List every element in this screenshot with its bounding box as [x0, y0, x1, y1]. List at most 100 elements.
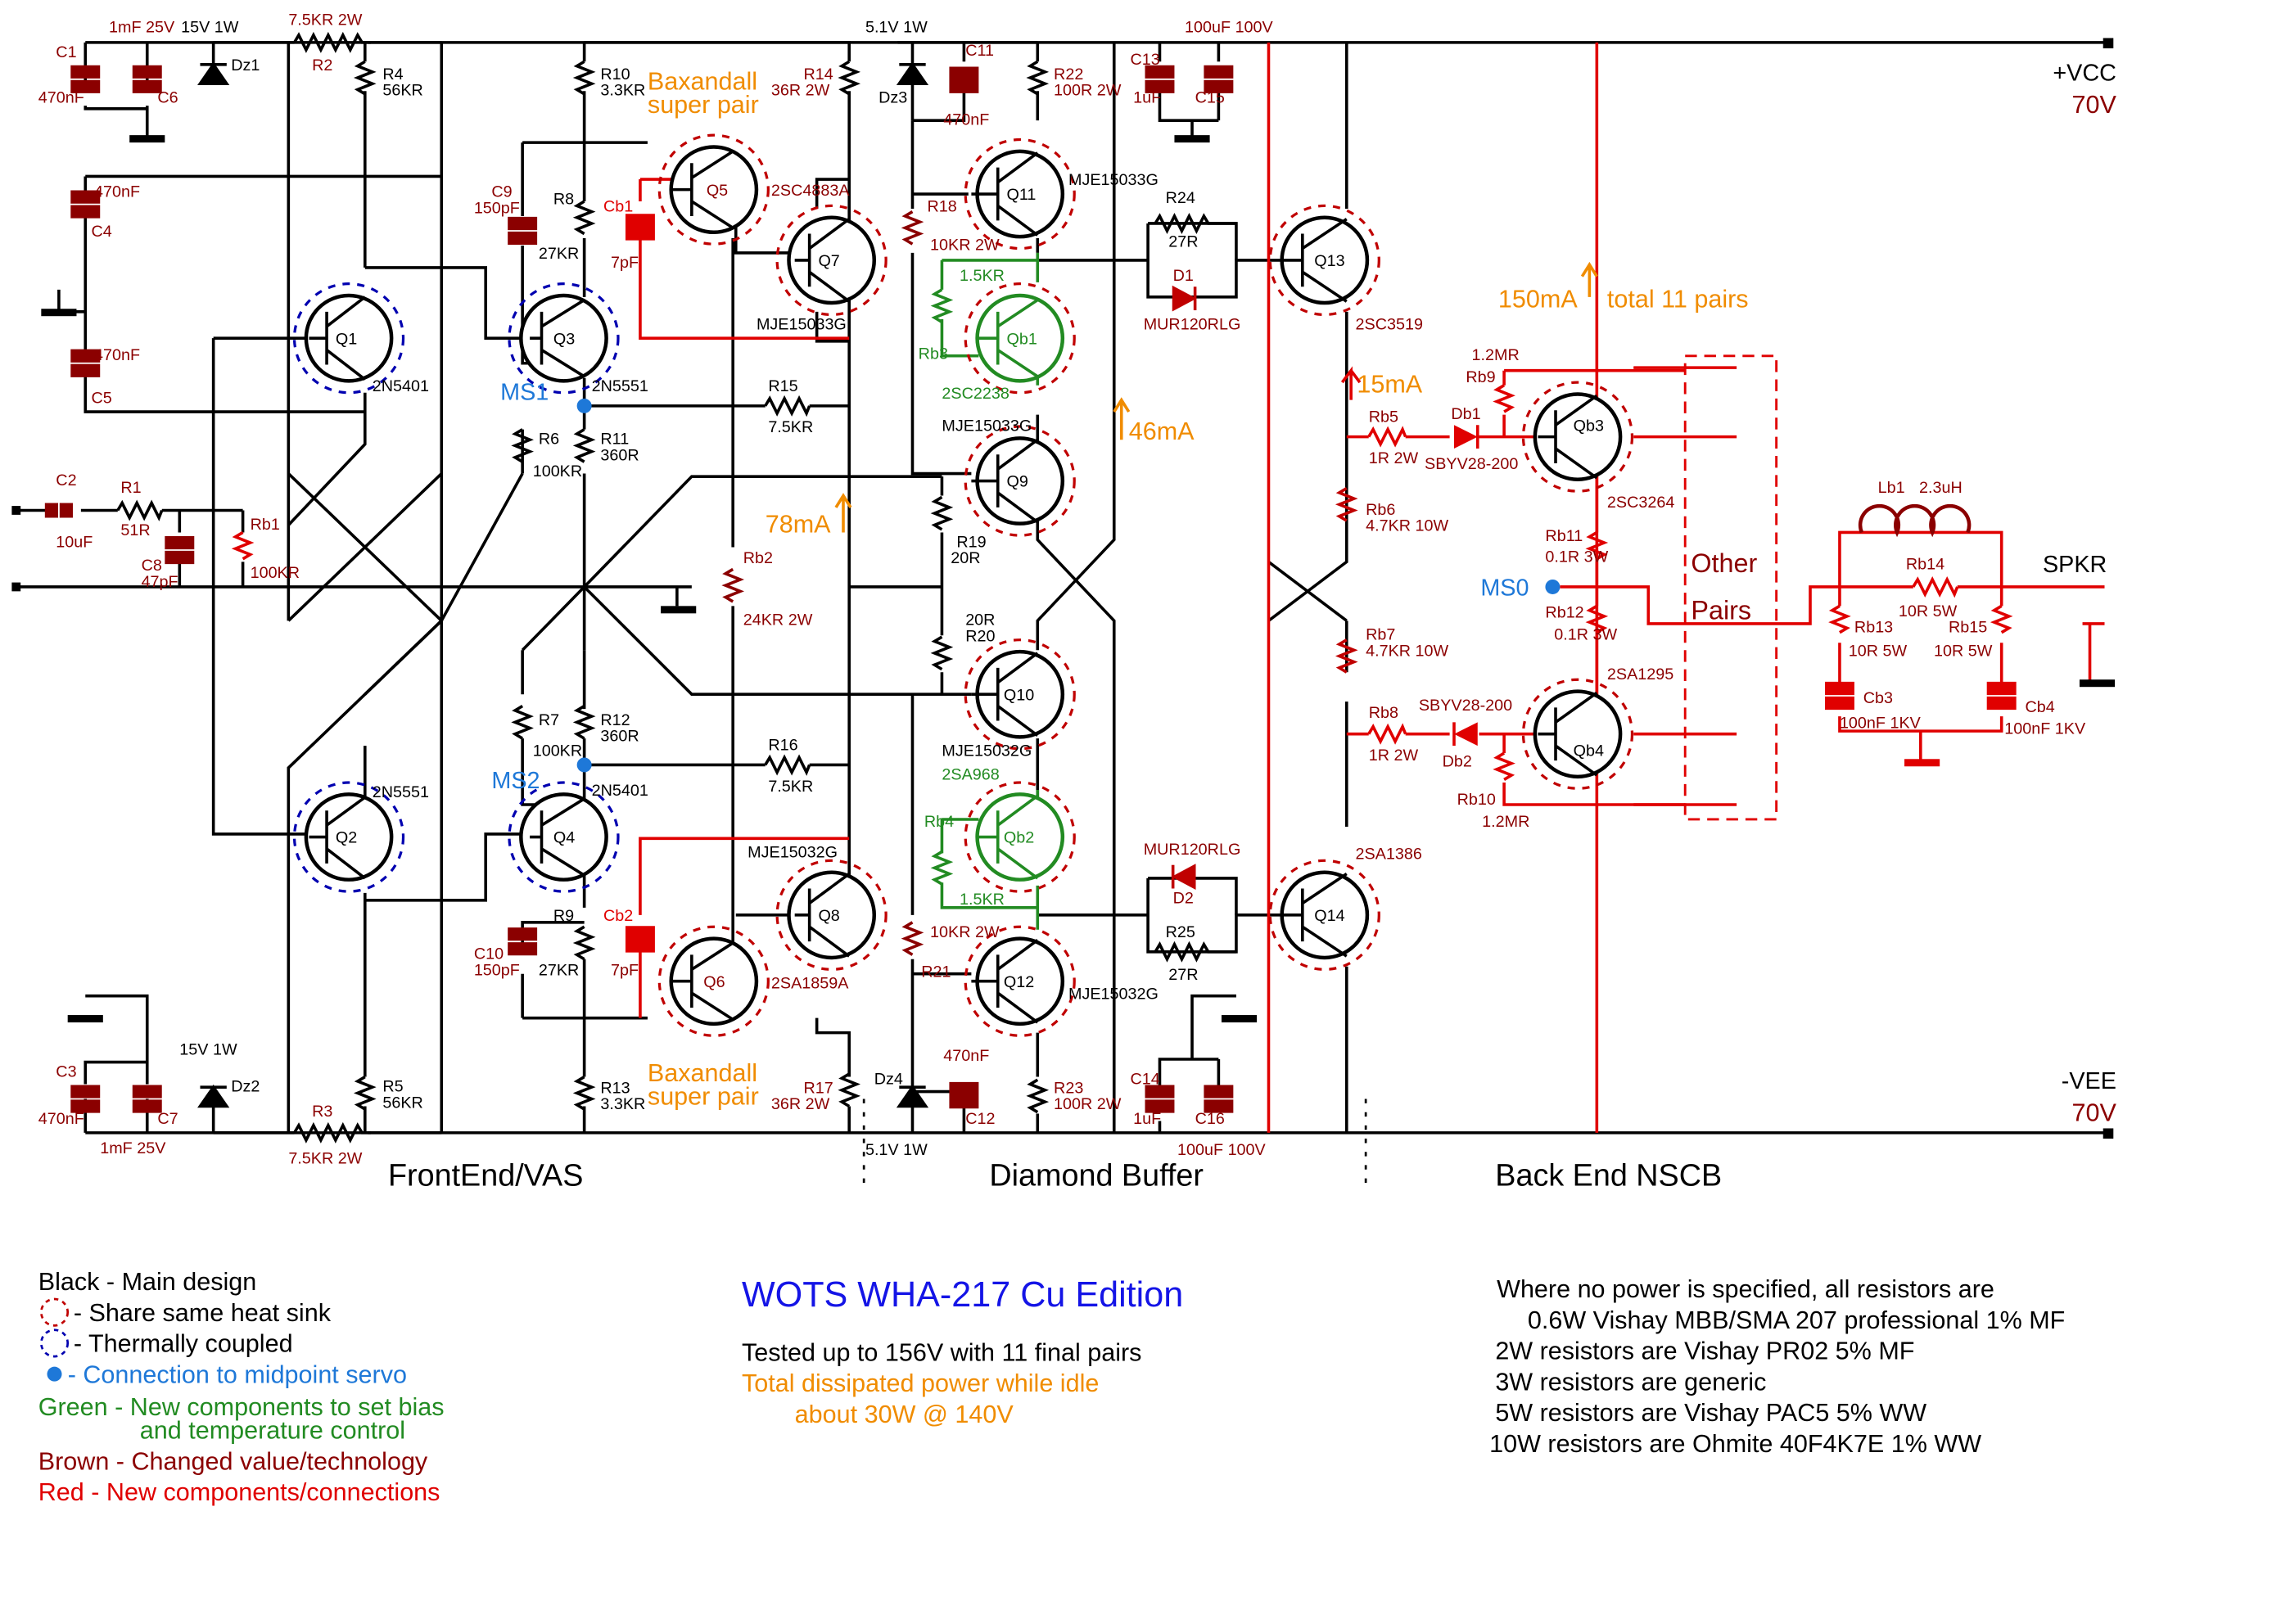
legend-thermal: - Thermally coupled — [74, 1330, 293, 1358]
label-r4v: 56KR — [382, 82, 422, 100]
label-c4: C4 — [91, 223, 111, 241]
label-q5t: 2SC4883A — [771, 182, 850, 200]
label-q8t: MJE15032G — [748, 844, 838, 862]
label-r21: R21 — [921, 963, 951, 981]
diodes — [1171, 285, 1479, 890]
label-r7v: 100KR — [533, 742, 582, 760]
label-r14: R14 — [803, 65, 833, 83]
label-rb5v: 1R 2W — [1369, 449, 1419, 467]
label-r7: R7 — [539, 711, 559, 729]
label-qb4: Qb4 — [1574, 742, 1604, 760]
note-line: 2W resistors are Vishay PR02 5% MF — [1495, 1338, 1914, 1365]
title-block: WOTS WHA-217 Cu Edition Tested up to 156… — [742, 1275, 1183, 1428]
zener-diodes — [197, 61, 929, 1108]
legend: Black - Main design - Share same heat si… — [38, 1268, 445, 1506]
label-q10t: MJE15032G — [942, 742, 1032, 760]
label-q9t: MJE15033G — [942, 417, 1032, 435]
label-r24v: 27R — [1168, 233, 1198, 251]
servo-points — [576, 398, 1561, 773]
label-c8v: 47pF — [142, 573, 178, 591]
label-qb2: Qb2 — [1004, 829, 1034, 847]
label-c9: C9 — [491, 183, 512, 201]
resistor-notes: Where no power is specified, all resisto… — [1489, 1275, 2065, 1458]
label-rb3: Rb3 — [919, 345, 948, 363]
vcc-label: +VCC — [2053, 61, 2116, 87]
label-q11t: MJE15033G — [1068, 171, 1159, 189]
other-pairs-line2: Pairs — [1691, 596, 1751, 625]
vee-voltage: 70V — [2072, 1098, 2117, 1126]
label-rb3v: 1.5KR — [960, 267, 1005, 285]
note-line: 10W resistors are Ohmite 40F4K7E 1% WW — [1489, 1430, 1981, 1458]
schematic-title: WOTS WHA-217 Cu Edition — [742, 1275, 1183, 1315]
label-c7: C7 — [157, 1110, 178, 1128]
diamond-label: Diamond Buffer — [989, 1158, 1204, 1193]
label-dz4: Dz4 — [874, 1071, 903, 1089]
component-labels: C1 470nF 1mF 25V 15V 1W C6 Dz1 7.5KR 2W … — [38, 11, 2086, 1167]
label-rb6: Rb6 — [1366, 501, 1395, 519]
label-cb3: Cb3 — [1863, 689, 1893, 707]
label-c6: C6 — [157, 89, 178, 107]
label-r1v: 51R — [120, 521, 150, 539]
label-q1t: 2N5401 — [373, 377, 429, 395]
label-c15t: 100uF 100V — [1185, 18, 1274, 36]
label-dz2t: 15V 1W — [179, 1041, 237, 1059]
power-note-line2: about 30W @ 140V — [795, 1401, 1014, 1428]
label-q13: Q13 — [1314, 252, 1344, 270]
label-rb1: Rb1 — [251, 516, 280, 534]
pairs-count: total 11 pairs — [1607, 285, 1749, 313]
label-q9: Q9 — [1007, 473, 1028, 491]
main-wiring — [17, 41, 1348, 1135]
label-rb15v: 10R 5W — [1934, 642, 1993, 660]
label-rb11v: 0.1R 3W — [1545, 548, 1608, 566]
current-arrows — [834, 261, 1598, 533]
label-r15v: 7.5KR — [768, 418, 813, 436]
label-qb4t: 2SA1295 — [1607, 665, 1673, 683]
label-r20: R20 — [965, 627, 995, 645]
label-rb11: Rb11 — [1545, 527, 1583, 545]
label-r2t: 7.5KR 2W — [288, 11, 362, 29]
label-rb14v: 10R 5W — [1899, 602, 1958, 620]
label-q12t: MJE15032G — [1068, 985, 1159, 1003]
label-rb8: Rb8 — [1369, 704, 1398, 722]
note-line: 0.6W Vishay MBB/SMA 207 professional 1% … — [1528, 1306, 2065, 1334]
label-dz4t: 5.1V 1W — [865, 1141, 928, 1159]
inductor-lb1 — [1858, 503, 1972, 538]
label-c11v: 470nF — [943, 111, 989, 129]
label-r9: R9 — [553, 907, 574, 925]
label-r13: R13 — [600, 1079, 630, 1097]
label-d2: D2 — [1173, 889, 1194, 907]
label-qb1t: 2SC2238 — [942, 385, 1009, 403]
label-c11: C11 — [965, 42, 994, 60]
label-r12v: 360R — [600, 728, 639, 746]
label-q4t: 2N5401 — [592, 782, 648, 800]
other-pairs-line1: Other — [1691, 548, 1757, 578]
legend-black: Black - Main design — [38, 1268, 257, 1296]
label-r8: R8 — [553, 191, 574, 209]
tested-note: Tested up to 156V with 11 final pairs — [742, 1338, 1141, 1366]
legend-servo: - Connection to midpoint servo — [68, 1360, 407, 1388]
label-c8: C8 — [142, 557, 162, 575]
ms1-label: MS1 — [500, 380, 549, 406]
label-rb4: Rb4 — [924, 813, 954, 831]
label-rb5: Rb5 — [1369, 408, 1398, 426]
label-r22: R22 — [1054, 65, 1083, 83]
label-cb2: Cb2 — [603, 907, 633, 925]
label-rb4v: 1.5KR — [960, 891, 1005, 909]
note-line: Where no power is specified, all resisto… — [1497, 1275, 1994, 1303]
label-c2v: 10uF — [56, 533, 93, 551]
label-cb3v: 100nF 1KV — [1840, 715, 1922, 733]
label-q3t: 2N5551 — [592, 377, 648, 395]
label-r6v: 100KR — [533, 462, 582, 480]
label-r25v: 27R — [1168, 966, 1198, 984]
label-r3: R3 — [312, 1103, 332, 1121]
label-rb13v: 10R 5W — [1849, 642, 1908, 660]
label-dz1: Dz1 — [231, 56, 260, 74]
label-c2: C2 — [56, 471, 76, 489]
label-c5v: 470nF — [94, 346, 140, 364]
label-q8: Q8 — [818, 907, 839, 925]
label-q2t: 2N5551 — [373, 783, 429, 801]
label-r6: R6 — [539, 431, 559, 449]
label-rb10: Rb10 — [1457, 791, 1496, 809]
label-cb1v: 7pF — [611, 254, 639, 272]
label-rb2: Rb2 — [743, 549, 773, 567]
